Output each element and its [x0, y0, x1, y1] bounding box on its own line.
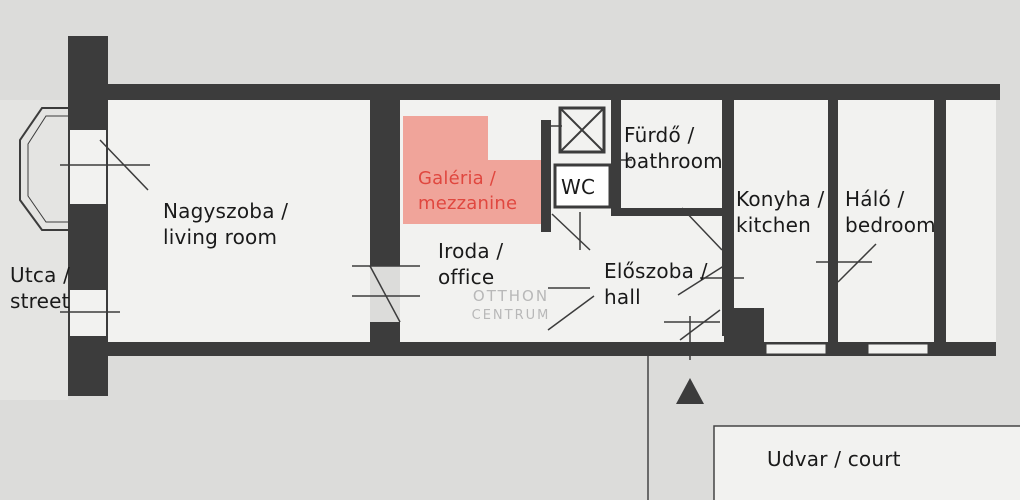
wall-bath-bottom [611, 208, 729, 216]
room-label-wc: WC [561, 175, 596, 199]
wall-living-office [370, 100, 400, 266]
watermark-logo: OTTHON CENTRUM [466, 286, 556, 326]
room-label-court: Udvar / court [767, 447, 901, 471]
floor-living-room [108, 100, 370, 344]
watermark-line-1: OTTHON [472, 287, 550, 305]
bottom-window-1 [765, 343, 827, 355]
wall-bedroom-right [934, 96, 946, 342]
bay-window [19, 107, 68, 231]
wall-hall-stub [724, 308, 764, 342]
wall-office-wc [541, 120, 551, 232]
court-area [714, 426, 1020, 500]
wc-box [553, 163, 612, 209]
street-window-upper [70, 130, 106, 204]
room-label-mezzanine: Galéria /mezzanine [418, 168, 518, 214]
room-label-street: Utca /street [10, 263, 71, 313]
floor-right [946, 100, 996, 344]
door-swings [60, 125, 877, 360]
wall-bath-kitchen [722, 96, 734, 336]
room-label-living-room: Nagyszoba /living room [163, 199, 289, 249]
room-label-office: Iroda /office [438, 239, 504, 289]
bottom-window-2 [867, 343, 929, 355]
court-boundary [713, 425, 1020, 500]
top-wall [96, 84, 1000, 100]
entrance-arrow-icon [676, 378, 704, 404]
wall-wc-bath [611, 96, 621, 214]
street-window-lower [70, 290, 106, 336]
street-area [0, 100, 68, 400]
bottom-wall [96, 342, 996, 356]
mezzanine-notch [488, 116, 549, 160]
floor-bedroom [838, 100, 936, 344]
room-label-kitchen: Konyha /kitchen [736, 187, 825, 237]
watermark-line-2: CENTRUM [471, 308, 551, 323]
wall-living-office-stub [370, 322, 400, 344]
room-label-hall: Előszoba /hall [604, 259, 708, 309]
street-wall [68, 36, 108, 396]
floor-kitchen [734, 100, 828, 344]
wall-kitchen-bedroom [828, 96, 838, 342]
room-label-bedroom: Háló /bedroom [845, 187, 936, 237]
room-label-bathroom: Fürdő /bathroom [624, 123, 723, 173]
